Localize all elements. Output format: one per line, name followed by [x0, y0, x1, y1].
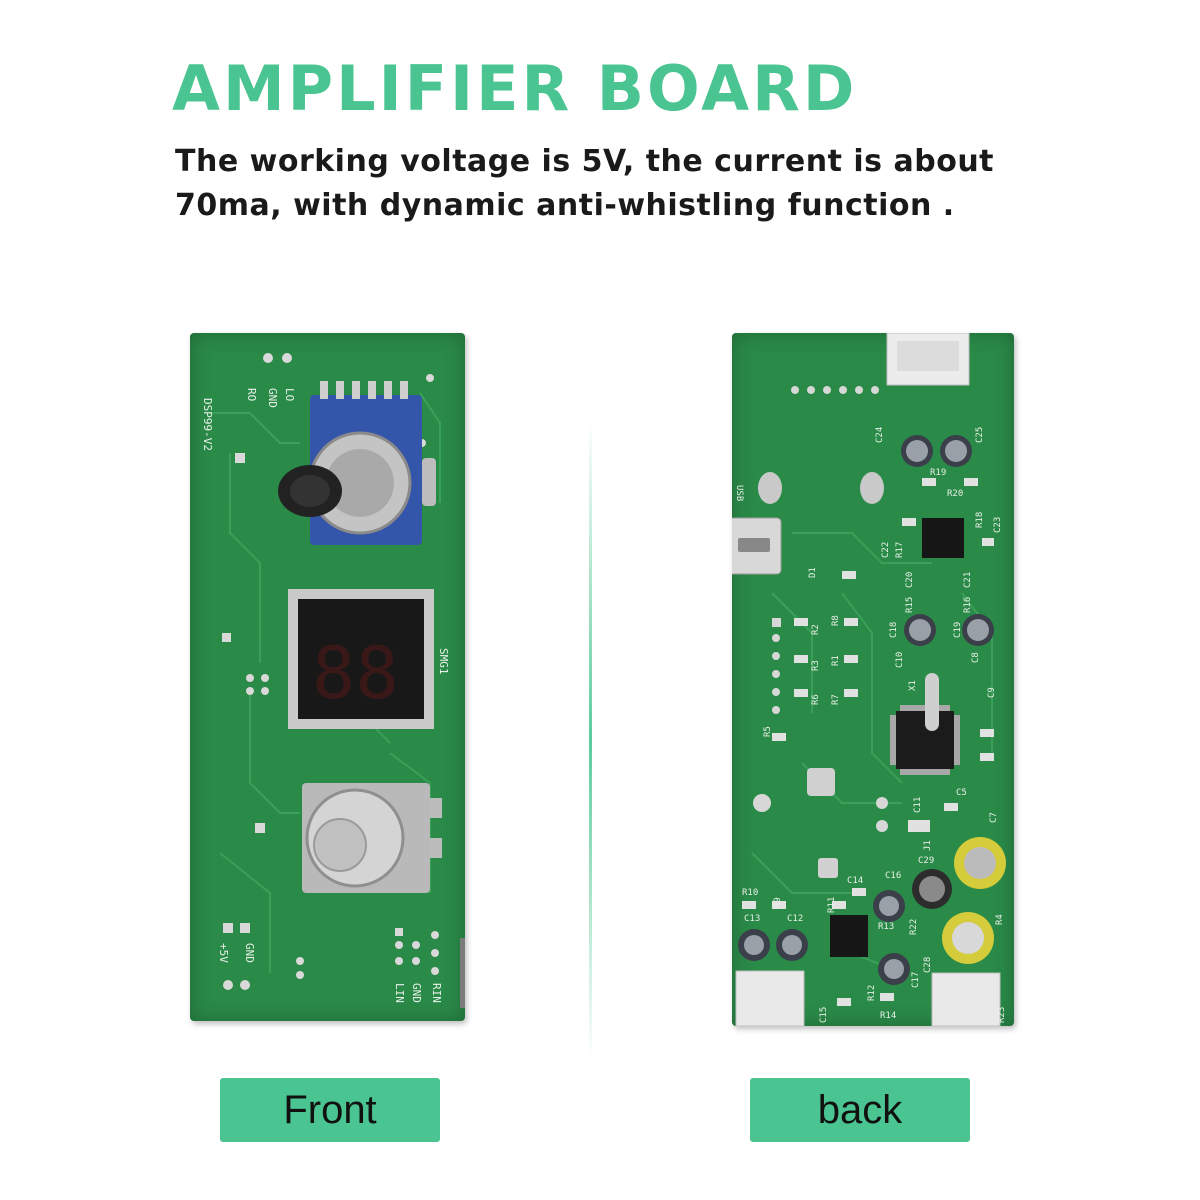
silk-r22: R22: [909, 919, 919, 935]
silk-c14: C14: [847, 876, 863, 886]
silk-c7: C7: [989, 812, 999, 823]
silk-c9: C9: [987, 687, 997, 698]
silk-c10: C10: [895, 652, 905, 668]
silk-c17: C17: [911, 972, 921, 988]
silk-plus5v: +5V: [217, 943, 230, 963]
silk-c21: C21: [963, 572, 973, 588]
page-description: The working voltage is 5V, the current i…: [175, 144, 995, 223]
silk-r11: R11: [827, 897, 837, 913]
silk-r16: R16: [963, 597, 973, 613]
silk-r19: R19: [930, 468, 946, 478]
silk-c12: C12: [787, 914, 803, 924]
silk-r9: R9: [773, 897, 783, 908]
silk-x1: X1: [908, 680, 918, 691]
silk-r8: R8: [831, 615, 841, 626]
silk-c22: C22: [881, 542, 891, 558]
center-divider: [589, 420, 592, 1060]
silk-lo: LO: [283, 388, 296, 401]
silk-c28: C28: [923, 957, 933, 973]
silk-c19: C19: [953, 622, 963, 638]
silk-usb: USB: [734, 485, 744, 501]
silk-c8: C8: [971, 652, 981, 663]
page-title: AMPLIFIER BOARD: [172, 52, 858, 125]
silk-r23: R23: [997, 1007, 1007, 1023]
silk-rin: RIN: [430, 983, 443, 1003]
silk-c23: C23: [993, 517, 1003, 533]
silk-ro: RO: [245, 388, 258, 401]
silk-r13: R13: [878, 922, 894, 932]
silk-r20: R20: [947, 489, 963, 499]
front-board-image: 88 LO GND RO DSP99-V2 SMG1 +5V GND LIN G…: [190, 333, 477, 1021]
silk-c16: C16: [885, 871, 901, 881]
back-board-drawing: USB C24 C25 R19 R20 R17 R18 C22 C23 D1 C…: [725, 332, 1007, 1027]
silk-smg: SMG1: [437, 648, 450, 675]
silk-r15: R15: [905, 597, 915, 613]
silk-c13: C13: [744, 914, 760, 924]
silk-r1: R1: [831, 655, 841, 666]
front-label: Front: [220, 1078, 440, 1142]
silk-d1: D1: [808, 567, 818, 578]
silk-r3: R3: [811, 660, 821, 671]
silk-r12: R12: [867, 985, 877, 1001]
silk-r18: R18: [975, 512, 985, 528]
silk-gnd-right: GND: [410, 983, 423, 1003]
front-board-drawing: 88 LO GND RO DSP99-V2 SMG1 +5V GND LIN G…: [201, 353, 477, 1008]
silk-r5: R5: [763, 726, 773, 737]
silk-j1: J1: [923, 840, 933, 851]
silk-gnd-top: GND: [266, 388, 279, 408]
silk-r14: R14: [880, 1011, 896, 1021]
silk-r2: R2: [811, 624, 821, 635]
seven-segment-digits: 88: [312, 631, 399, 715]
silk-c18: C18: [889, 622, 899, 638]
silk-r6: R6: [811, 694, 821, 705]
silk-c25: C25: [975, 427, 985, 443]
silk-c29: C29: [918, 856, 934, 866]
back-board-image: USB C24 C25 R19 R20 R17 R18 C22 C23 D1 C…: [725, 332, 1014, 1027]
silk-c24: C24: [875, 427, 885, 443]
silk-gnd-bottom: GND: [243, 943, 256, 963]
back-label: back: [750, 1078, 970, 1142]
silk-c20: C20: [905, 572, 915, 588]
silk-r4: R4: [995, 914, 1005, 925]
silk-c5: C5: [956, 788, 967, 798]
silk-r10: R10: [742, 888, 758, 898]
silk-c15: C15: [819, 1007, 829, 1023]
silk-r7: R7: [831, 694, 841, 705]
silk-model: DSP99-V2: [201, 398, 214, 451]
silk-lin: LIN: [393, 983, 406, 1003]
silk-r17: R17: [895, 542, 905, 558]
silk-c11: C11: [913, 797, 923, 813]
